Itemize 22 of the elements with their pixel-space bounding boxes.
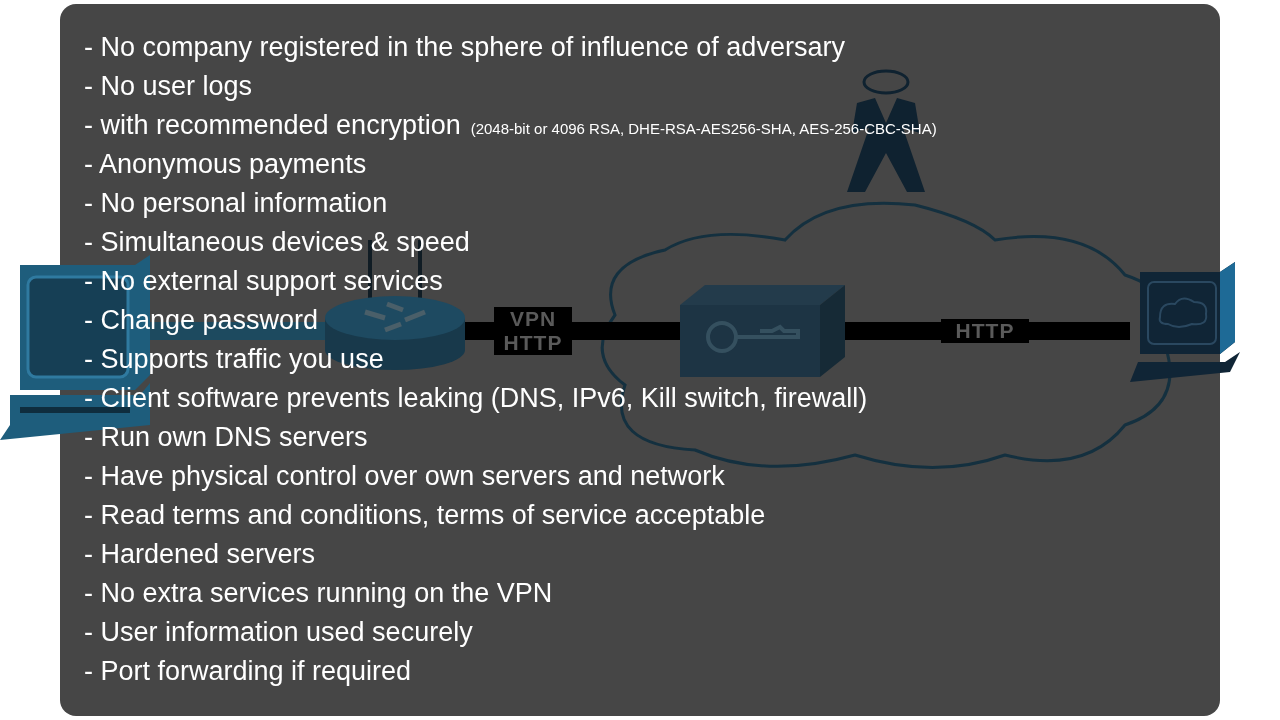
list-item: - Hardened servers (84, 538, 316, 571)
list-item: - Anonymous payments (84, 148, 367, 181)
list-item: - Port forwarding if required (84, 655, 412, 688)
tunnel-line (150, 322, 325, 340)
edge-label: VPN HTTP (494, 307, 572, 355)
key-box-drawing (680, 285, 845, 377)
list-item: - Have physical control over own servers and network (84, 460, 725, 493)
list-item: - No external support services (84, 265, 443, 298)
list-item: - Run own DNS servers (84, 421, 368, 454)
list-item: - Change password (84, 304, 319, 337)
note-text: (2048-bit or 4096 RSA, DHE-RSA-AES256-SHA, AES-256-CBC-SHA) (470, 119, 937, 139)
list-item: - No user logs (84, 70, 253, 103)
edge-label: HTTP (941, 319, 1029, 343)
list-item: - Supports traffic you use (84, 343, 384, 376)
list-item: - No company registered in the sphere of influence of adversary (84, 31, 845, 64)
list-item: - Client software prevents leaking (DNS, IPv6, Kill switch, firewall) (84, 382, 868, 415)
list-item: - Simultaneous devices & speed (84, 226, 470, 259)
list-item: - User information used securely (84, 616, 473, 649)
list-item: - No extra services running on the VPN (84, 577, 553, 610)
list-item: - with recommended encryption (84, 109, 461, 142)
list-item: - No personal information (84, 187, 388, 220)
list-item: - Read terms and conditions, terms of service acceptable (84, 499, 766, 532)
